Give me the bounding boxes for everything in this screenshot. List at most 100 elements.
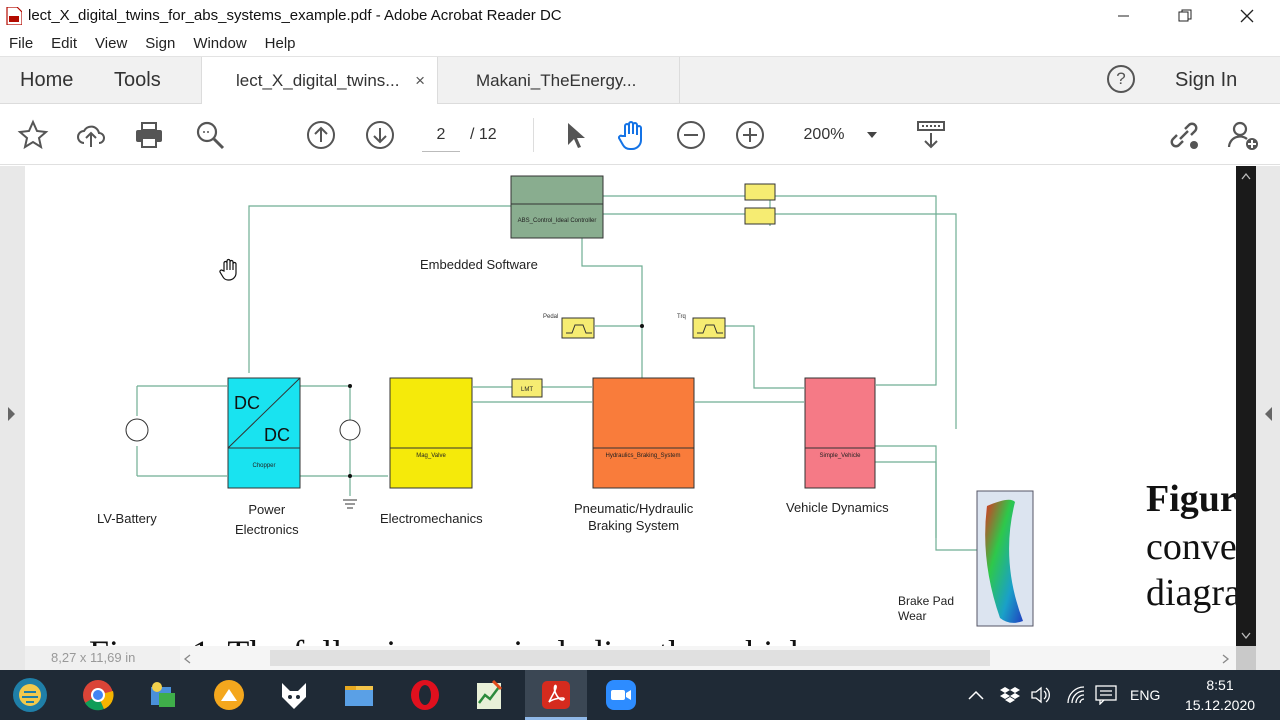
next-page-icon[interactable]: [363, 118, 397, 152]
notifications-icon[interactable]: [1095, 670, 1117, 720]
slip-signal-block-2: [744, 207, 776, 225]
vertical-scrollbar[interactable]: [1236, 166, 1256, 646]
scroll-down-icon[interactable]: [1241, 632, 1251, 640]
menu-bar: File Edit View Sign Window Help: [0, 31, 1280, 57]
hand-cursor-icon: [219, 258, 237, 281]
dc-bottom-label: DC: [264, 425, 290, 445]
file-explorer-icon[interactable]: [341, 677, 377, 713]
window-title: lect_X_digital_twins_for_abs_systems_exa…: [28, 7, 562, 24]
previous-page-icon[interactable]: [304, 118, 338, 152]
embedded-controller-block: [510, 175, 604, 239]
expand-left-pane-icon[interactable]: [6, 406, 16, 422]
zoom-out-icon[interactable]: [674, 118, 708, 152]
menu-window[interactable]: Window: [193, 35, 247, 52]
label-power-electronics: Power Electronics: [235, 502, 299, 537]
chevron-down-icon[interactable]: [866, 130, 878, 140]
ground-symbol: [343, 499, 357, 509]
tab-document-other[interactable]: Makani_TheEnergy...: [442, 57, 680, 104]
sign-in-button[interactable]: Sign In: [1175, 68, 1238, 91]
zoom-level-dropdown[interactable]: 200%: [803, 126, 845, 143]
input-language[interactable]: ENG: [1130, 687, 1161, 703]
upload-cloud-icon[interactable]: [74, 118, 108, 152]
dropbox-icon[interactable]: [1000, 670, 1020, 720]
chrome-icon[interactable]: [80, 677, 116, 713]
search-zoom-icon[interactable]: [193, 118, 227, 152]
title-bar: lect_X_digital_twins_for_abs_systems_exa…: [0, 0, 1280, 31]
electromechanics-block: [389, 377, 473, 489]
torque-signal-icon: [697, 324, 723, 334]
expand-right-pane-icon[interactable]: [1264, 406, 1274, 422]
orange-app-icon[interactable]: [211, 677, 247, 713]
scroll-up-icon[interactable]: [1241, 172, 1251, 180]
acrobat-taskbar-button[interactable]: [525, 670, 587, 720]
clock-time: 8:51: [1206, 677, 1234, 693]
em-block-label: Mag_Valve: [416, 453, 446, 459]
dc-block-label: Chopper: [252, 463, 275, 469]
fox-app-icon[interactable]: [276, 677, 312, 713]
menu-edit[interactable]: Edit: [51, 35, 78, 52]
start-menu-icon[interactable]: [12, 677, 48, 713]
add-user-icon[interactable]: [1226, 118, 1260, 152]
scroll-right-icon[interactable]: [1222, 654, 1230, 664]
show-hidden-icons[interactable]: [968, 670, 984, 720]
torque-signal-block: [692, 317, 726, 339]
help-icon[interactable]: ?: [1107, 65, 1135, 93]
tab-close-icon[interactable]: ×: [415, 70, 425, 90]
tab-home[interactable]: Home: [20, 68, 74, 91]
scroll-left-icon[interactable]: [183, 654, 191, 664]
lmt-label: LMT: [521, 387, 533, 393]
brake-block-label: Hydraulics_Braking_System: [605, 453, 680, 459]
share-link-icon[interactable]: [1167, 118, 1201, 152]
acrobat-icon: [542, 681, 570, 709]
pdf-page: ABS_Control_Ideal Controller Pedal Trq D…: [25, 166, 1236, 646]
bookmark-star-icon[interactable]: [16, 118, 50, 152]
zoom-in-icon[interactable]: [733, 118, 767, 152]
vd-block-label: Simple_Vehicle: [819, 453, 861, 459]
wifi-icon[interactable]: [1066, 670, 1086, 720]
horizontal-scrollbar[interactable]: [180, 646, 1236, 670]
active-app-indicator: [525, 717, 587, 720]
page-number-input[interactable]: 2: [422, 118, 460, 152]
label-embedded-software: Embedded Software: [420, 257, 538, 272]
opera-icon[interactable]: [407, 677, 443, 713]
close-window-button[interactable]: [1224, 0, 1270, 31]
torque-label: Trq: [677, 314, 686, 320]
left-pane-collapsed: [0, 166, 25, 670]
dc-dc-block: [227, 377, 301, 489]
tab-bar: Home Tools lect_X_digital_twins... × Mak…: [0, 57, 1280, 104]
tab-document-active-label: lect_X_digital_twins...: [236, 70, 400, 90]
figure-caption-line-1: Figur: [1146, 478, 1236, 520]
brake-pad-shape: [985, 499, 1023, 623]
menu-file[interactable]: File: [9, 35, 34, 52]
menu-view[interactable]: View: [95, 35, 128, 52]
page-size-indicator: 8,27 x 11,69 in: [25, 646, 180, 670]
menu-sign[interactable]: Sign: [145, 35, 176, 52]
label-braking-system: Pneumatic/Hydraulic Braking System: [574, 501, 694, 533]
right-pane-collapsed: [1256, 166, 1280, 670]
braking-system-block: [592, 377, 695, 489]
utility-app-icon[interactable]: [145, 677, 181, 713]
tab-tools[interactable]: Tools: [114, 68, 161, 91]
pedal-signal-block: [561, 317, 595, 339]
hand-tool-icon[interactable]: [615, 118, 649, 152]
label-brake-pad-wear: Brake Pad Wear: [898, 594, 955, 623]
chart-app-icon[interactable]: [471, 677, 507, 713]
select-cursor-icon[interactable]: [557, 118, 591, 152]
menu-help[interactable]: Help: [264, 35, 296, 52]
scroll-mode-icon[interactable]: [914, 118, 948, 152]
restore-button[interactable]: [1162, 0, 1208, 31]
clock[interactable]: 8:51 15.12.2020: [1182, 670, 1258, 720]
battery-source-symbol: [125, 418, 149, 442]
minimize-button[interactable]: [1101, 0, 1147, 31]
tab-document-active[interactable]: lect_X_digital_twins... ×: [201, 57, 438, 104]
print-icon[interactable]: [132, 118, 166, 152]
pdf-file-icon: [6, 6, 22, 25]
diagram-wires: [136, 195, 983, 551]
label-lv-battery: LV-Battery: [97, 511, 157, 526]
volume-icon[interactable]: [1031, 670, 1051, 720]
horizontal-scroll-thumb[interactable]: [270, 650, 990, 666]
chevron-up-icon: [968, 690, 984, 700]
restore-icon: [1178, 9, 1192, 21]
zoom-app-icon[interactable]: [603, 677, 639, 713]
voltage-sensor-symbol: [339, 419, 361, 441]
